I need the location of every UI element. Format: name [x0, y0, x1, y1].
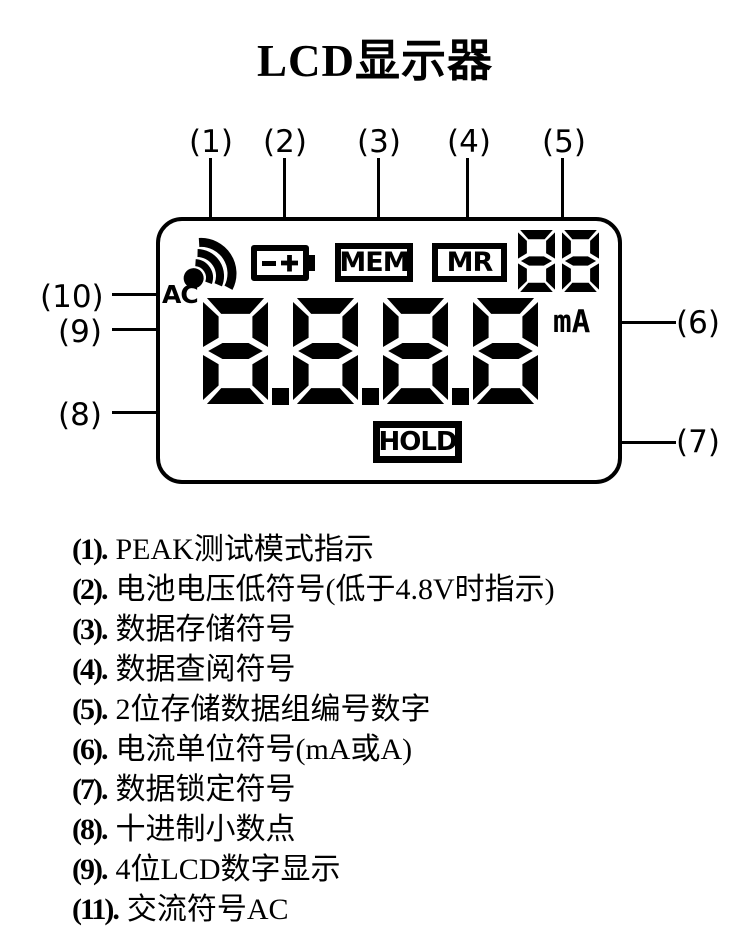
decimal-point-2	[362, 388, 379, 405]
legend-item-text: PEAK测试模式指示	[115, 533, 374, 566]
legend-item-text: 电流单位符号(mA或A)	[115, 733, 413, 766]
callout-2: (2)	[263, 124, 307, 160]
legend-item-num: (2).	[72, 573, 109, 606]
legend-item-text: 数据查阅符号	[115, 653, 296, 686]
legend-item-6: (6).电流单位符号(mA或A)	[72, 730, 555, 770]
mr-label: MR	[446, 247, 494, 278]
decimal-point-3	[452, 388, 469, 405]
callout-line-10	[112, 293, 166, 296]
legend-item-text: 数据锁定符号	[115, 773, 296, 806]
hold-badge: HOLD	[373, 421, 462, 463]
legend-item-num: (4).	[72, 653, 109, 686]
legend-item-5: (5).2位存储数据组编号数字	[72, 690, 555, 730]
legend-item-7: (7).数据锁定符号	[72, 770, 555, 810]
mem-label: MEM	[339, 247, 409, 278]
callout-10: (10)	[40, 279, 104, 315]
legend-list: (1).PEAK测试模式指示 (2).电池电压低符号(低于4.8V时指示) (3…	[72, 530, 555, 930]
legend-item-3: (3).数据存储符号	[72, 610, 555, 650]
callout-line-6	[596, 321, 676, 324]
callout-line-1	[209, 158, 212, 240]
legend-item-num: (5).	[72, 693, 109, 726]
legend-item-1: (1).PEAK测试模式指示	[72, 530, 555, 570]
legend-item-4: (4).数据查阅符号	[72, 650, 555, 690]
legend-item-8: (8).十进制小数点	[72, 810, 555, 850]
legend-item-text: 4位LCD数字显示	[115, 853, 341, 886]
legend-item-num: (8).	[72, 813, 109, 846]
callout-4: (4)	[447, 124, 491, 160]
memory-group-digits	[518, 230, 599, 292]
legend-item-num: (3).	[72, 613, 109, 646]
legend-item-num: (6).	[72, 733, 109, 766]
mem-badge: MEM	[335, 243, 413, 282]
mr-badge: MR	[432, 243, 507, 282]
legend-item-text: 十进制小数点	[115, 813, 296, 846]
callout-3: (3)	[357, 124, 401, 160]
callout-1: (1)	[189, 124, 233, 160]
peak-buzzer-icon	[179, 237, 243, 292]
current-unit-label: mA	[553, 304, 591, 340]
callout-line-2	[283, 158, 286, 248]
callout-9: (9)	[58, 314, 102, 350]
battery-minus-sign	[262, 260, 276, 266]
ac-indicator: AC	[162, 280, 199, 309]
legend-item-text: 电池电压低符号(低于4.8V时指示)	[115, 573, 555, 606]
legend-item-text: 数据存储符号	[115, 613, 296, 646]
legend-item-num: (9).	[72, 853, 109, 886]
legend-item-num: (1).	[72, 533, 109, 566]
legend-item-num: (7).	[72, 773, 109, 806]
page-title: LCD显示器	[256, 36, 493, 86]
legend-item-text: 2位存储数据组编号数字	[115, 693, 431, 726]
callout-6: (6)	[676, 305, 720, 341]
legend-item-num: (11).	[72, 893, 120, 926]
callout-line-4	[466, 158, 469, 243]
callout-7: (7)	[676, 424, 720, 460]
callout-5: (5)	[542, 124, 586, 160]
legend-item-2: (2).电池电压低符号(低于4.8V时指示)	[72, 570, 555, 610]
legend-item-10: (11).交流符号AC	[72, 890, 555, 930]
decimal-point-1	[272, 388, 289, 405]
legend-item-9: (9).4位LCD数字显示	[72, 850, 555, 890]
legend-item-text: 交流符号AC	[126, 893, 289, 926]
callout-line-5	[561, 158, 564, 227]
low-battery-icon	[251, 245, 315, 281]
main-digit-display	[203, 298, 538, 404]
battery-plus-sign	[281, 254, 298, 272]
callout-line-3	[377, 158, 380, 243]
hold-label: HOLD	[378, 427, 458, 457]
callout-8: (8)	[58, 397, 102, 433]
battery-terminal	[303, 255, 315, 271]
